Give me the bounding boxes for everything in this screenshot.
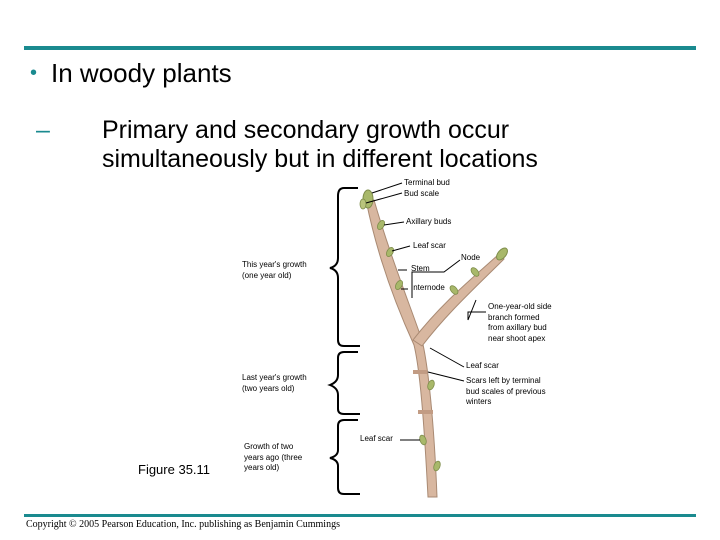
axillary-bud bbox=[376, 220, 386, 230]
bullet-level-1: • In woody plants bbox=[30, 58, 232, 89]
label-scars-left-line: Scars left by terminal bbox=[466, 376, 541, 385]
label-scars-left-line: bud scales of previous bbox=[466, 386, 546, 396]
bud-scale bbox=[359, 198, 367, 210]
label-growth-two-years-line: years ago (three bbox=[244, 452, 303, 462]
label-leaf-scar-3: Leaf scar bbox=[360, 434, 393, 443]
leader-lines bbox=[365, 182, 486, 441]
label-scars-left-line: winters bbox=[466, 397, 492, 406]
footer-divider bbox=[24, 514, 696, 517]
leader-side-branch bbox=[467, 299, 486, 321]
axillary-bud bbox=[419, 434, 427, 446]
bud-scale-scar-ring bbox=[413, 370, 427, 374]
leader-scars-left bbox=[427, 371, 465, 382]
bullet-dash-icon: – bbox=[36, 116, 50, 144]
twig-illustration bbox=[359, 189, 508, 498]
leader-node bbox=[411, 259, 461, 298]
label-axillary-buds: Axillary buds bbox=[406, 217, 452, 226]
axillary-bud bbox=[470, 267, 480, 277]
label-side-branch: One-year-old side branch formed from axi… bbox=[488, 302, 552, 344]
label-leaf-scar-1: Leaf scar bbox=[413, 241, 446, 250]
bullet-level-1-text: In woody plants bbox=[51, 58, 232, 88]
axillary-bud bbox=[433, 460, 441, 472]
leader-bud-scale bbox=[365, 192, 403, 204]
bullet-dot-icon: • bbox=[30, 62, 38, 84]
label-side-branch-line: from axillary bud bbox=[488, 323, 547, 332]
label-side-branch-line: One-year-old side bbox=[488, 302, 552, 311]
leader-leaf-scar-2 bbox=[429, 347, 465, 368]
label-this-years-growth-line: This year's growth bbox=[242, 260, 307, 269]
axillary-bud bbox=[427, 379, 435, 391]
axillary-bud bbox=[449, 285, 459, 295]
bracket-growth-two-years bbox=[329, 419, 360, 495]
main-stem bbox=[365, 199, 438, 498]
label-last-years-growth-line: (two years old) bbox=[242, 383, 295, 393]
label-last-years-growth: Last year's growth (two years old) bbox=[242, 373, 307, 394]
label-last-years-growth-line: Last year's growth bbox=[242, 373, 307, 382]
label-stem: Stem bbox=[411, 264, 430, 273]
label-leaf-scar-2: Leaf scar bbox=[466, 361, 499, 370]
figure-label: Figure 35.11 bbox=[138, 462, 211, 477]
title-divider-top bbox=[24, 46, 696, 50]
label-node: Node bbox=[461, 253, 481, 262]
label-this-years-growth-line: (one year old) bbox=[242, 270, 292, 280]
leader-axillary-buds bbox=[383, 221, 405, 226]
label-growth-two-years: Growth of two years ago (three years old… bbox=[244, 442, 302, 474]
leader-terminal-bud bbox=[371, 182, 403, 194]
axillary-bud bbox=[394, 280, 404, 290]
label-growth-two-years-line: years old) bbox=[244, 463, 280, 472]
bud-scale-scar-ring bbox=[418, 410, 433, 414]
leader-leaf-scar-1 bbox=[391, 245, 411, 252]
label-bud-scale: Bud scale bbox=[404, 189, 440, 198]
side-branch bbox=[412, 254, 505, 347]
label-this-years-growth: This year's growth (one year old) bbox=[242, 260, 307, 281]
bracket-this-years-growth bbox=[329, 187, 360, 347]
growth-brackets bbox=[327, 187, 360, 495]
label-growth-two-years-line: Growth of two bbox=[244, 442, 294, 451]
label-side-branch-line: near shoot apex bbox=[488, 333, 546, 343]
axillary-bud bbox=[385, 247, 395, 257]
label-terminal-bud: Terminal bud bbox=[404, 178, 450, 187]
label-side-branch-line: branch formed bbox=[488, 312, 540, 322]
label-internode: Internode bbox=[411, 283, 445, 292]
side-terminal-bud bbox=[496, 247, 508, 261]
copyright-text: Copyright © 2005 Pearson Education, Inc.… bbox=[26, 519, 340, 530]
bullet-level-2-text: Primary and secondary growth occur simul… bbox=[102, 116, 538, 173]
label-scars-left: Scars left by terminal bud scales of pre… bbox=[466, 376, 546, 408]
bracket-last-years-growth bbox=[327, 351, 360, 415]
